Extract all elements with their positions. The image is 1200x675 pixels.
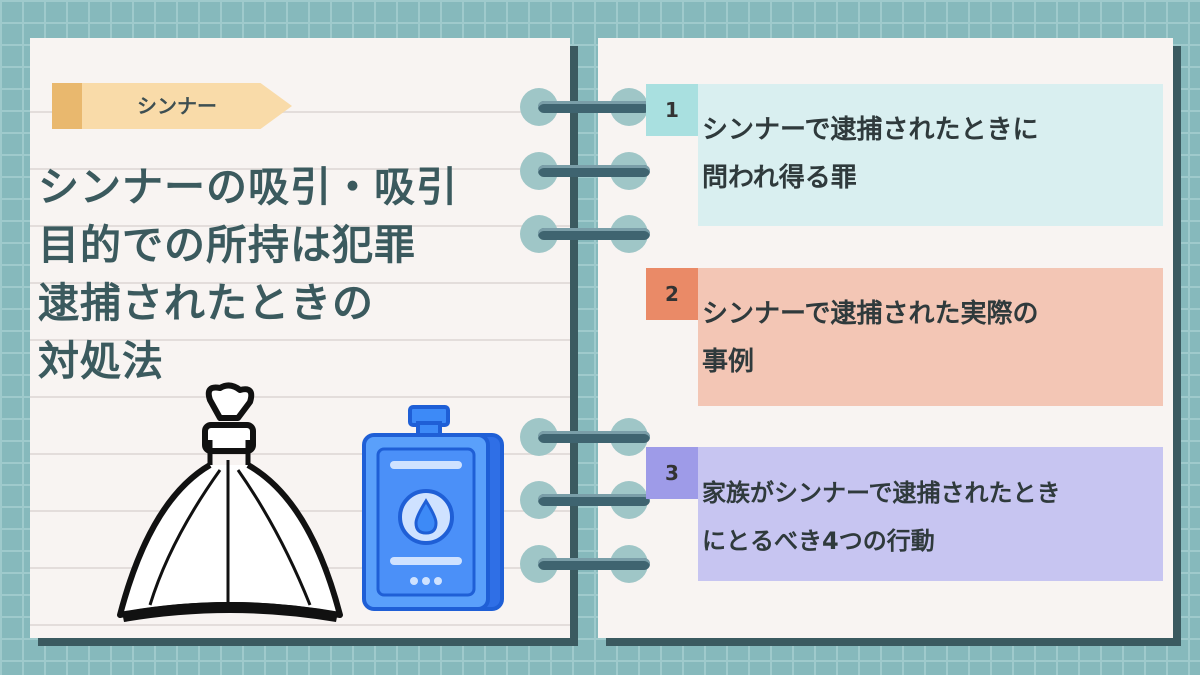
item-number-2: 2	[646, 268, 698, 320]
tag-label: シンナー	[137, 94, 217, 118]
category-tag: シンナー	[52, 83, 292, 129]
title-line: 対処法	[38, 337, 164, 385]
item-2-line: 事例	[702, 347, 755, 377]
tag-stripe	[52, 83, 82, 129]
thinner-can-icon	[362, 405, 504, 611]
title-line: 逮捕されたときの	[38, 279, 374, 327]
title-line: 目的での所持は犯罪	[38, 221, 416, 269]
item-3-line: 家族がシンナーで逮捕されたとき	[702, 479, 1061, 507]
item-number-1: 1	[646, 84, 698, 136]
toc-item-1[interactable]: シンナーで逮捕されたときに 問われ得る罪	[698, 84, 1163, 226]
trash-bag-icon	[117, 382, 343, 622]
binder-ring	[520, 152, 660, 192]
page-title: シンナーの吸引・吸引 目的での所持は犯罪 逮捕されたときの 対処法	[38, 158, 558, 390]
item-1-line: 問われ得る罪	[702, 163, 857, 193]
binder-ring	[520, 215, 660, 255]
binder-ring	[520, 88, 660, 128]
item-1-line: シンナーで逮捕されたときに	[702, 115, 1039, 145]
binder-ring	[520, 545, 660, 585]
item-3-line: にとるべき4つの行動	[702, 527, 935, 555]
toc-item-2[interactable]: シンナーで逮捕された実際の 事例	[698, 268, 1163, 406]
title-line: シンナーの吸引・吸引	[38, 163, 458, 211]
item-2-line: シンナーで逮捕された実際の	[702, 299, 1039, 329]
binder-ring	[520, 418, 660, 458]
binder-ring	[520, 481, 660, 521]
tag-body	[82, 83, 292, 129]
item-number-3: 3	[646, 447, 698, 499]
toc-item-3[interactable]: 家族がシンナーで逮捕されたとき にとるべき4つの行動	[698, 447, 1163, 581]
left-notebook-page	[30, 38, 570, 638]
